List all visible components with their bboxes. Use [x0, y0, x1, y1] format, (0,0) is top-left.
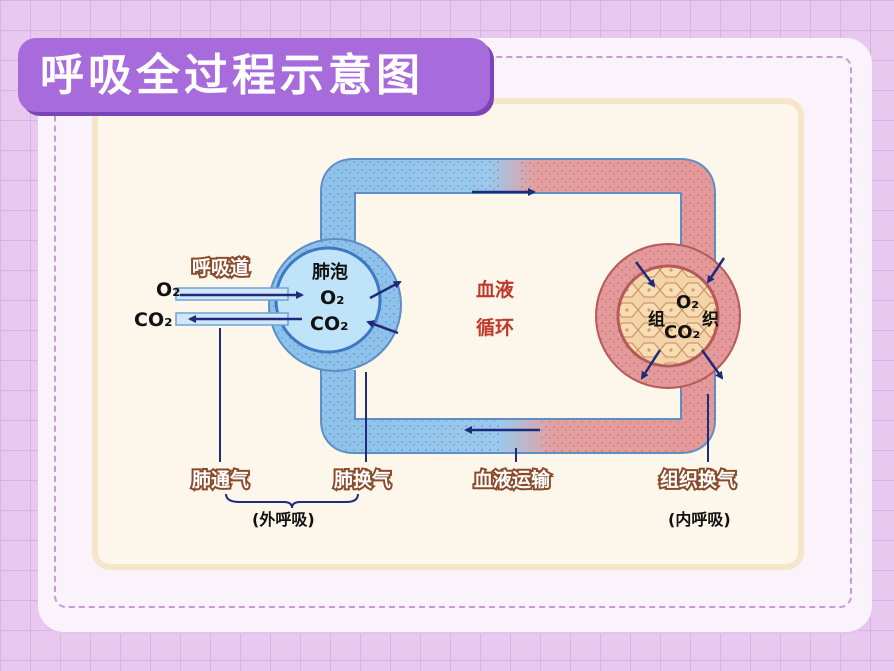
- o2-to-blood-arrow: [369, 280, 402, 300]
- tissue-o2-arrow-right: [706, 257, 726, 284]
- page-title: 呼吸全过程示意图: [40, 50, 424, 101]
- title-badge: [18, 38, 490, 112]
- tissue-o2-arrow-left: [635, 261, 656, 288]
- blood-transport-label: 血液运输: [474, 468, 551, 491]
- airway-label: 呼吸道: [192, 256, 249, 279]
- tissue-o2-label: O₂: [676, 292, 699, 313]
- top-vessel-texture-blue: [322, 160, 500, 250]
- alveolus-o2-label: O₂: [320, 287, 344, 309]
- airway-o2-label: O₂: [156, 279, 180, 301]
- tissue-co2-label: CO₂: [664, 322, 700, 343]
- external-respiration-label: (外呼吸): [252, 510, 315, 529]
- tissue-co2-arrow-right: [700, 349, 724, 380]
- internal-respiration-label: (内呼吸): [668, 510, 731, 529]
- circulation-label-line2: 循环: [476, 316, 514, 339]
- bottom-vessel-texture-red: [540, 372, 714, 452]
- pulmonary-ventilation-label: 肺通气: [192, 468, 249, 491]
- co2-to-alveolus-arrow: [366, 320, 399, 335]
- tissue-label-left: 组: [648, 309, 665, 330]
- tissue-exchange-label: 组织换气: [660, 468, 736, 491]
- circulation-label-line1: 血液: [476, 278, 515, 301]
- airway-co2-label: CO₂: [134, 309, 172, 331]
- alveolus-label: 肺泡: [312, 261, 348, 283]
- tissue-cells: [616, 264, 720, 368]
- external-respiration-brace: [225, 493, 359, 509]
- tissue-label-right: 织: [702, 309, 719, 330]
- bottom-vessel-texture-blue: [322, 370, 500, 452]
- tissue-co2-arrow-left: [640, 349, 662, 380]
- top-vessel-texture-red: [520, 160, 714, 262]
- pulmonary-exchange-label: 肺换气: [334, 468, 391, 491]
- alveolus-co2-label: CO₂: [310, 313, 348, 335]
